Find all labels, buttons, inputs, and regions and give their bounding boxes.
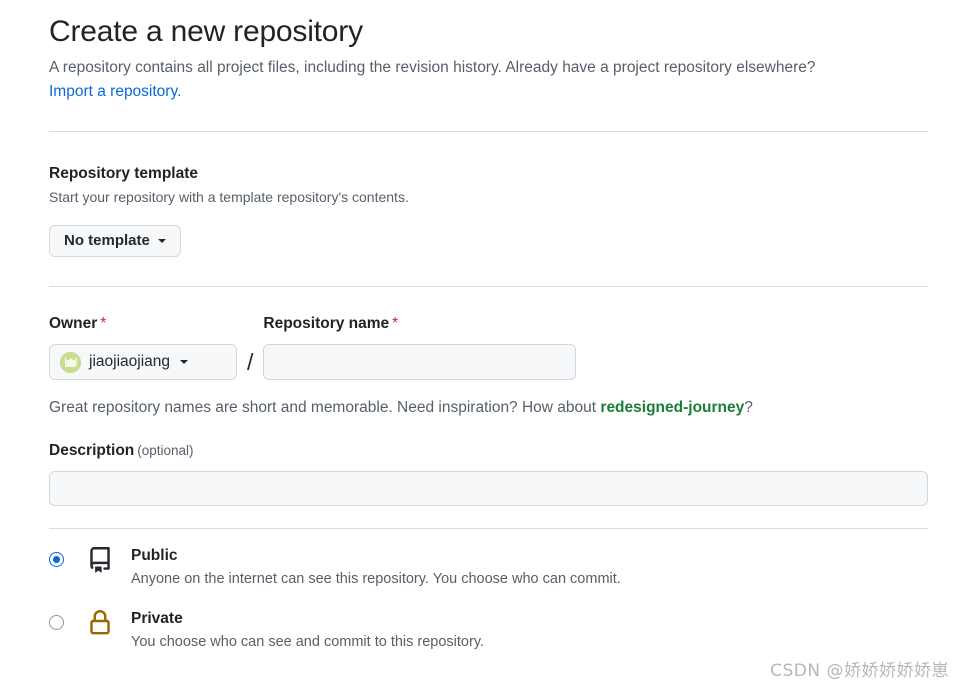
user-avatar-icon [60, 351, 81, 373]
description-label-text: Description [49, 442, 135, 459]
private-radio-button[interactable] [49, 615, 64, 630]
repository-name-input[interactable] [263, 344, 577, 380]
repository-name-hint: Great repository names are short and mem… [49, 397, 928, 419]
public-option-description: Anyone on the internet can see this repo… [131, 571, 621, 587]
repository-template-subtext: Start your repository with a template re… [49, 189, 409, 205]
divider-top [49, 131, 928, 132]
repository-name-label: Repository name* [263, 313, 928, 335]
page-title: Create a new repository [49, 15, 363, 48]
repo-icon [85, 545, 115, 573]
csdn-watermark: CSDN @娇娇娇娇娇崽 [770, 661, 949, 681]
caret-down-icon [157, 239, 166, 243]
repository-name-suggestion[interactable]: redesigned-journey [600, 399, 745, 416]
owner-field: Owner* jiaojiaojiang [49, 313, 237, 380]
create-repository-form: Create a new repository A repository con… [49, 0, 928, 671]
owner-caret-down-icon [180, 360, 189, 364]
description-section: Description(optional) [49, 440, 928, 506]
description-optional-text: (optional) [137, 443, 194, 458]
private-option-body: Private You choose who can see and commi… [131, 608, 484, 653]
public-radio-button[interactable] [49, 552, 64, 567]
page-description-text: A repository contains all project files,… [49, 59, 816, 76]
public-option-title: Public [131, 547, 178, 564]
owner-required-asterisk: * [100, 315, 107, 332]
page-description: A repository contains all project files,… [49, 56, 928, 104]
visibility-option-public[interactable]: Public Anyone on the internet can see th… [49, 545, 928, 590]
import-repository-link[interactable]: Import a repository. [49, 83, 182, 100]
description-label: Description(optional) [49, 440, 928, 462]
no-template-dropdown-button[interactable]: No template [49, 225, 181, 257]
repository-template-heading: Repository template [49, 165, 199, 182]
private-option-description: You choose who can see and commit to thi… [131, 634, 485, 650]
visibility-options: Public Anyone on the internet can see th… [49, 545, 928, 653]
divider-middle [49, 286, 928, 287]
repository-name-field: Repository name* [263, 313, 928, 380]
owner-label: Owner* [49, 313, 237, 335]
private-option-title: Private [131, 610, 183, 627]
description-input[interactable] [49, 471, 928, 506]
repository-template-section: Repository template Start your repositor… [49, 163, 928, 257]
divider-bottom [49, 528, 928, 529]
hint-prefix-text: Great repository names are short and mem… [49, 399, 601, 416]
lock-icon [85, 608, 115, 636]
visibility-option-private[interactable]: Private You choose who can see and commi… [49, 608, 928, 653]
owner-name-text: jiaojiaojiang [89, 353, 171, 370]
owner-label-text: Owner [49, 315, 98, 332]
no-template-label: No template [64, 232, 150, 249]
owner-and-name-row: Owner* jiaojiaojiang / Repository name* [49, 313, 928, 380]
owner-select-dropdown[interactable]: jiaojiaojiang [49, 344, 237, 380]
owner-repo-separator: / [247, 349, 254, 375]
repository-name-required-asterisk: * [392, 315, 399, 332]
hint-suffix-text: ? [744, 399, 753, 416]
public-option-body: Public Anyone on the internet can see th… [131, 545, 621, 590]
repository-name-label-text: Repository name [263, 315, 390, 332]
